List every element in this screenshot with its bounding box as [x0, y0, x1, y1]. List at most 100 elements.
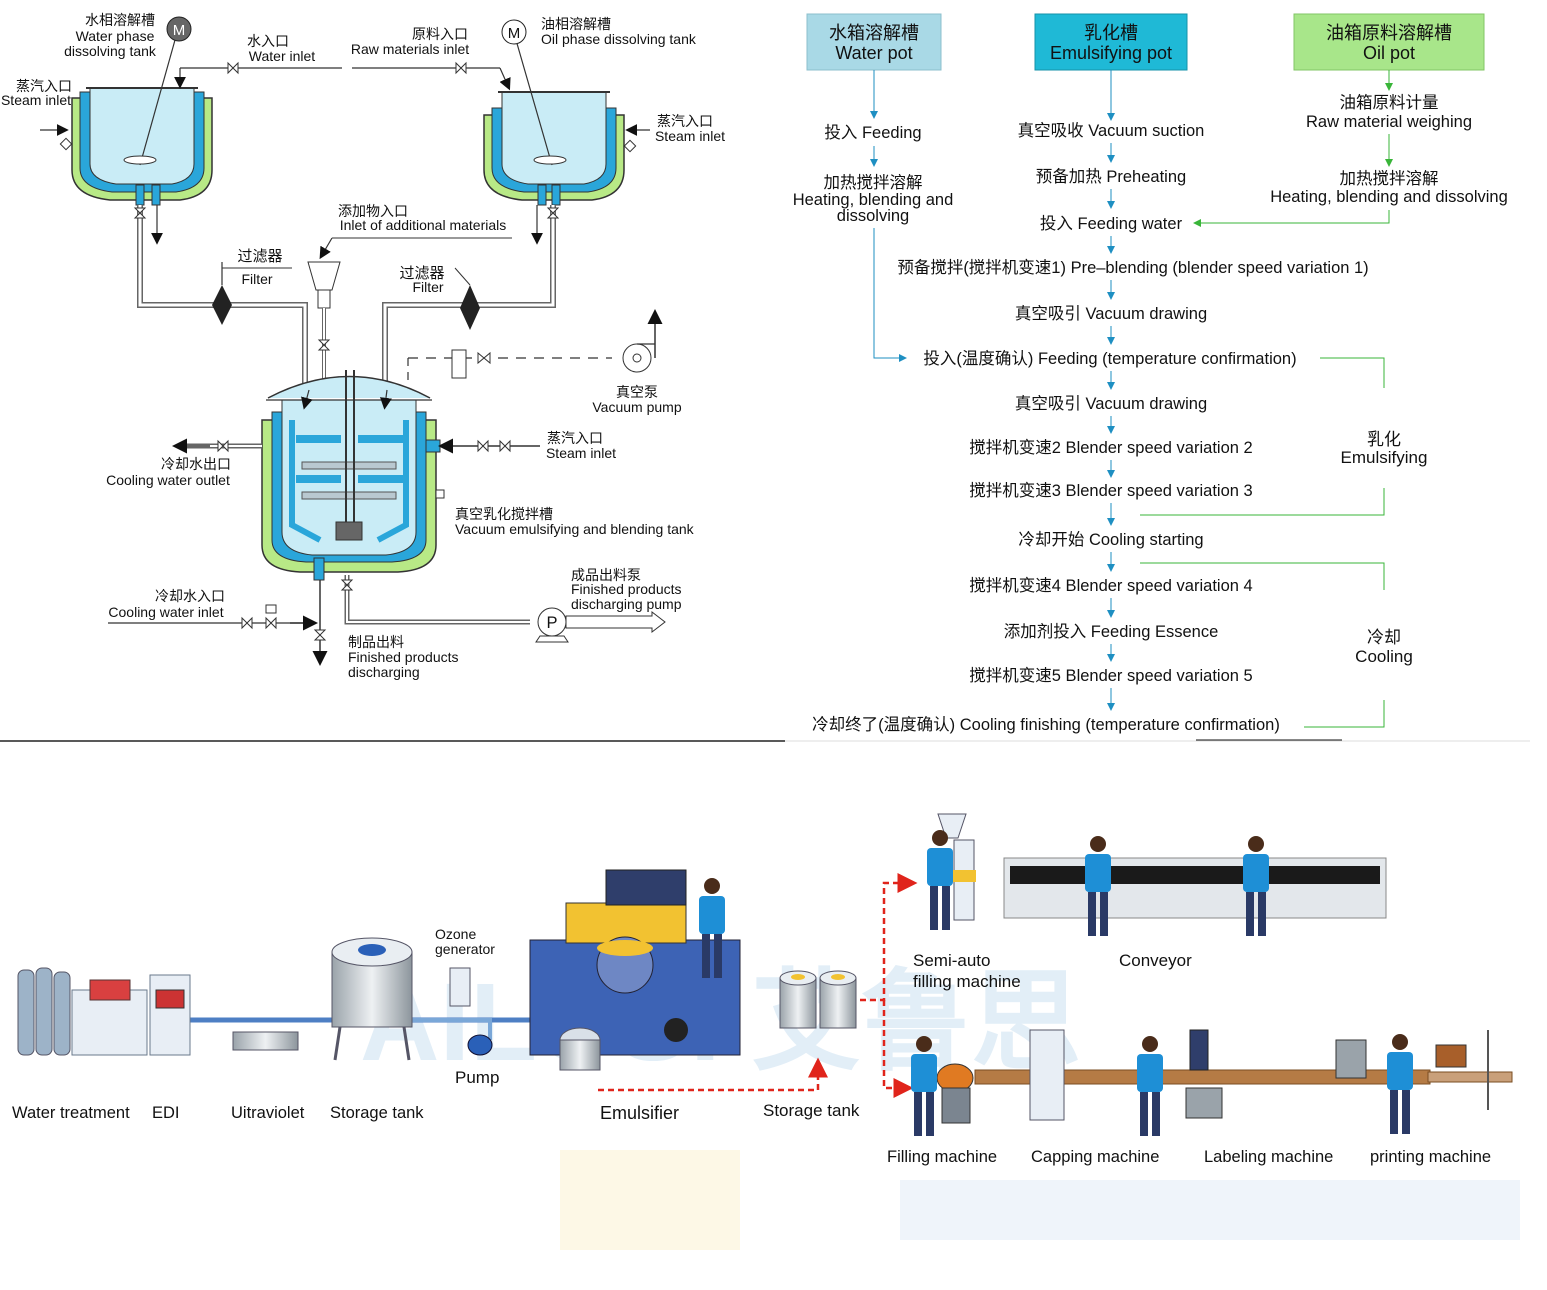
emulsifying-cn: 乳化 — [1367, 430, 1401, 449]
main-step-12: 添加剂投入 Feeding Essence — [1004, 622, 1219, 641]
ultraviolet-unit — [232, 1031, 299, 1051]
capping-machine-unit — [1029, 1029, 1065, 1121]
header-emulsify-cn: 乳化槽 — [1084, 23, 1138, 43]
filter-right-en: Filter — [412, 279, 443, 295]
production-labels: Water treatment EDI Uitraviolet Storage … — [12, 926, 1491, 1166]
production-line: AILUSI 艾鲁思 — [17, 813, 1513, 1124]
label-conveyor: Conveyor — [1119, 951, 1192, 970]
main-step-1: 真空吸收 Vacuum suction — [1018, 121, 1205, 140]
additive-inlet-cn: 添加物入口 — [338, 203, 408, 219]
main-step-13: 搅拌机变速5 Blender speed variation 5 — [969, 666, 1252, 685]
water-tank-motor-icon — [166, 16, 192, 42]
vacuum-pump-cn: 真空泵 — [616, 384, 658, 400]
finished-discharge-en2: discharging — [348, 664, 420, 680]
label-semi-auto-2: filling machine — [913, 972, 1021, 991]
steam-main-en: Steam inlet — [546, 445, 616, 461]
label-emulsifier: Emulsifier — [600, 1103, 679, 1123]
label-semi-auto-1: Semi-auto — [913, 951, 990, 970]
cooling-inlet-en: Cooling water inlet — [108, 604, 223, 620]
labeling-machine-unit — [1189, 1029, 1209, 1071]
main-step-6: 投入(温度确认) Feeding (temperature confirmati… — [923, 349, 1296, 368]
ozone-generator — [449, 967, 471, 1007]
floor-reflection — [560, 1150, 1520, 1250]
header-water-pot — [806, 13, 942, 71]
header-emulsifying-pot — [1034, 13, 1188, 71]
steam-right-cn: 蒸汽入口 — [657, 113, 713, 129]
vacuum-pump-en: Vacuum pump — [592, 399, 681, 415]
worker-figure-5 — [911, 1036, 937, 1136]
header-oil-pot — [1293, 13, 1485, 71]
oil-step-heating-cn: 加热搅拌溶解 — [1340, 169, 1439, 188]
pump-unit — [467, 1034, 493, 1056]
process-schematic: M M — [40, 16, 666, 666]
header-oil-cn: 油箱原料溶解槽 — [1326, 23, 1452, 43]
label-capping-machine: Capping machine — [1031, 1148, 1159, 1166]
main-tank-cn: 真空乳化搅拌槽 — [455, 506, 553, 522]
label-storage-tank-1: Storage tank — [330, 1104, 424, 1122]
oil-step-weighing-cn: 油箱原料计量 — [1340, 93, 1439, 112]
main-step-14: 冷却终了(温度确认) Cooling finishing (temperatur… — [812, 715, 1280, 734]
emulsifying-en: Emulsifying — [1341, 448, 1428, 467]
workers — [699, 830, 1413, 1136]
oil-step-weighing-en: Raw material weighing — [1306, 113, 1472, 131]
cooling-cn: 冷却 — [1367, 628, 1401, 647]
worker-figure-4 — [699, 878, 725, 978]
steam-left-cn: 蒸汽入口 — [16, 78, 72, 94]
vacuum-emulsifying-tank — [261, 370, 441, 581]
cooling-outlet-en: Cooling water outlet — [106, 472, 230, 488]
oil-tank-cn: 油相溶解槽 — [541, 16, 611, 32]
water-step-feeding: 投入 Feeding — [824, 123, 921, 142]
motor-label-oil: M — [508, 25, 521, 42]
label-ozone-1: Ozone — [435, 926, 476, 942]
main-step-2: 预备加热 Preheating — [1036, 167, 1186, 186]
header-water-en: Water pot — [835, 43, 912, 63]
label-ultraviolet: Uitraviolet — [231, 1104, 305, 1122]
label-water-treatment: Water treatment — [12, 1104, 130, 1122]
worker-figure-3 — [1243, 836, 1269, 936]
main-step-9: 搅拌机变速3 Blender speed variation 3 — [969, 481, 1252, 500]
worker-figure-7 — [1387, 1034, 1413, 1134]
steam-right-en: Steam inlet — [655, 128, 725, 144]
finished-discharge-cn: 制品出料 — [348, 634, 404, 650]
water-inlet-cn: 水入口 — [247, 33, 289, 49]
main-step-11: 搅拌机变速4 Blender speed variation 4 — [969, 576, 1252, 595]
header-water-cn: 水箱溶解槽 — [829, 23, 919, 43]
header-emulsify-en: Emulsifying pot — [1050, 43, 1172, 63]
oil-tank-motor-icon — [501, 19, 527, 45]
oil-phase-tank — [483, 39, 625, 206]
main-step-5: 真空吸引 Vacuum drawing — [1015, 304, 1207, 323]
water-step-heating-cn: 加热搅拌溶解 — [824, 173, 923, 192]
water-treatment-unit — [17, 967, 191, 1056]
main-step-10: 冷却开始 Cooling starting — [1018, 530, 1203, 549]
raw-inlet-cn: 原料入口 — [412, 26, 468, 42]
label-pump: Pump — [455, 1068, 499, 1087]
steam-left-en: Steam inlet — [1, 92, 71, 108]
steam-main-cn: 蒸汽入口 — [547, 430, 603, 446]
main-step-7: 真空吸引 Vacuum drawing — [1015, 394, 1207, 413]
filter-left-en: Filter — [241, 271, 272, 287]
process-flowchart: 水箱溶解槽 Water pot 乳化槽 Emulsifying pot 油箱原料… — [793, 13, 1508, 741]
label-printing-machine: printing machine — [1370, 1148, 1491, 1166]
raw-inlet-en: Raw materials inlet — [351, 41, 469, 57]
printing-machine-unit — [1335, 1039, 1367, 1079]
storage-tank-2 — [779, 970, 857, 1029]
water-tank-en2: dissolving tank — [64, 43, 157, 59]
filter-left-cn: 过滤器 — [237, 248, 282, 265]
main-tank-en: Vacuum emulsifying and blending tank — [455, 521, 695, 537]
storage-tank-1 — [331, 937, 413, 1061]
discharge-pump-en2: discharging pump — [571, 596, 682, 612]
main-step-8: 搅拌机变速2 Blender speed variation 2 — [969, 438, 1252, 457]
cooling-inlet-cn: 冷却水入口 — [155, 588, 225, 604]
discharge-pump-cn: 成品出料泵 — [571, 567, 641, 583]
worker-figure-1 — [927, 830, 953, 930]
worker-figure-2 — [1085, 836, 1111, 936]
discharge-pump-en1: Finished products — [571, 581, 682, 597]
motor-label: M — [173, 22, 186, 39]
oil-step-heating-en: Heating, blending and dissolving — [1270, 188, 1508, 206]
pump-letter: P — [546, 614, 557, 632]
schematic-labels: 水相溶解槽 Water phase dissolving tank 水入口 Wa… — [1, 12, 725, 680]
semi-auto-filling-machine — [937, 813, 976, 921]
header-oil-en: Oil pot — [1363, 43, 1415, 63]
main-step-3: 投入 Feeding water — [1040, 214, 1183, 233]
